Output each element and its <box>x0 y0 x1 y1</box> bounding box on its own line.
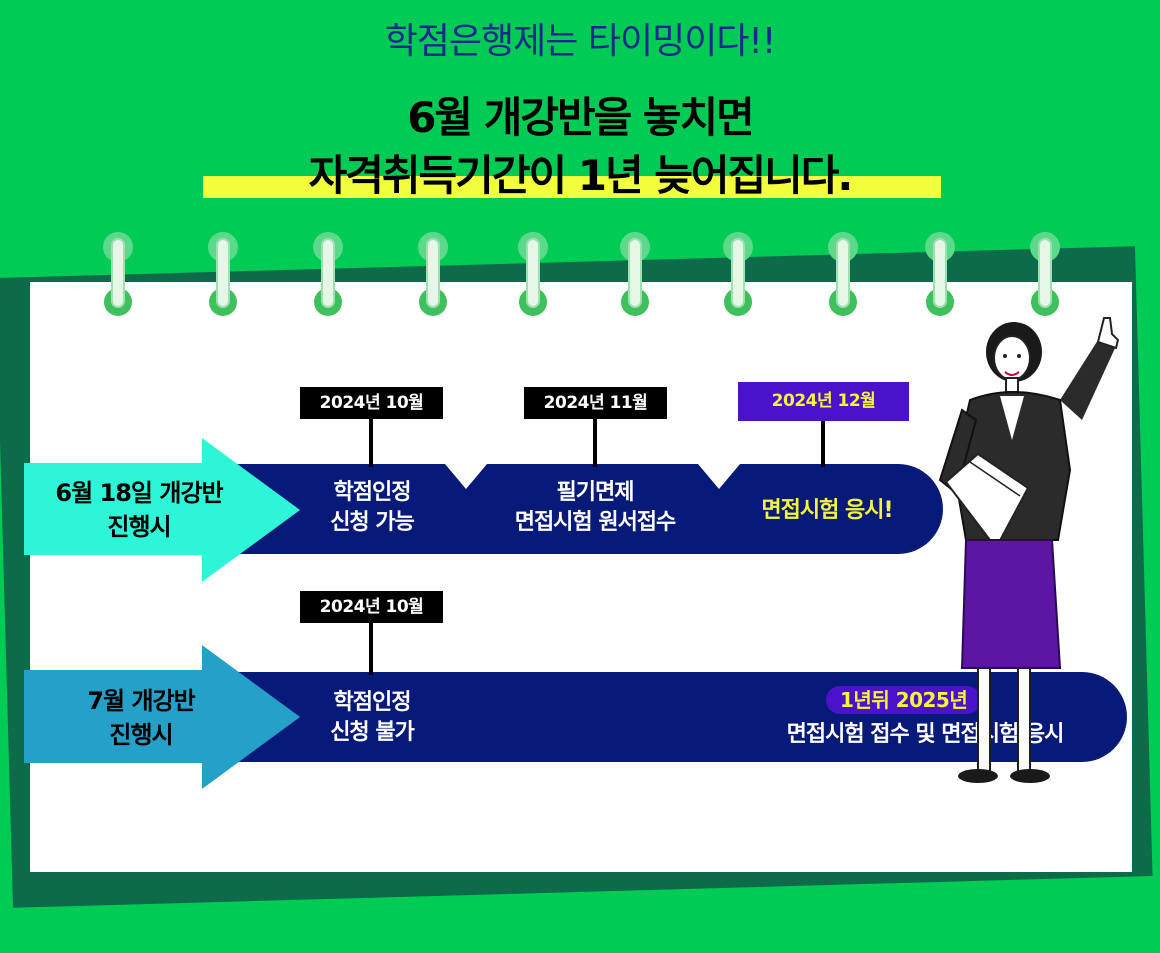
spiral-ring <box>208 232 238 316</box>
date-tag-oct-july: 2024년 10월 <box>300 591 443 623</box>
june-step3-text: 면접시험 응시! <box>761 498 893 523</box>
june-step1-line2: 신청 가능 <box>330 510 415 535</box>
subtitle: 학점은행제는 타이밍이다!! <box>384 21 777 62</box>
june-step1-line1: 학점인정 <box>333 480 412 505</box>
july-step1-line1: 학점인정 <box>333 690 412 715</box>
spiral-ring <box>925 232 955 316</box>
final-badge: 1년뒤 2025년 <box>826 686 982 714</box>
spiral-ring <box>418 232 448 316</box>
spiral-ring <box>828 232 858 316</box>
headline-line1: 6월 개강반을 놓치면 <box>407 93 755 142</box>
spiral-ring <box>723 232 753 316</box>
july-step1-line2: 신청 불가 <box>330 720 415 745</box>
spiral-ring <box>518 232 548 316</box>
june-step2-line1: 필기면제 <box>556 480 635 505</box>
date-tag-nov: 2024년 11월 <box>524 387 667 419</box>
spiral-ring <box>313 232 343 316</box>
spiral-ring <box>1030 232 1060 316</box>
date-tag-dec: 2024년 12월 <box>738 382 909 421</box>
june-arrow-label-line1: 6월 18일 개강반 <box>55 479 223 507</box>
date-tag-stem <box>593 419 597 467</box>
headline-highlight <box>203 176 941 198</box>
spiral-ring <box>103 232 133 316</box>
date-tag-oct: 2024년 10월 <box>300 387 443 419</box>
headline-line2: 자격취득기간이 1년 늦어집니다. <box>308 151 854 200</box>
june-arrow-label-line2: 진행시 <box>107 513 171 541</box>
july-arrow-label-line2: 진행시 <box>109 721 173 749</box>
spiral-ring <box>620 232 650 316</box>
date-tag-stem <box>369 623 373 675</box>
june-step2-line2: 면접시험 원서접수 <box>514 510 677 535</box>
july-arrow-label-line1: 7월 개강반 <box>87 687 195 715</box>
date-tag-stem <box>369 419 373 467</box>
date-tag-stem <box>821 421 825 467</box>
